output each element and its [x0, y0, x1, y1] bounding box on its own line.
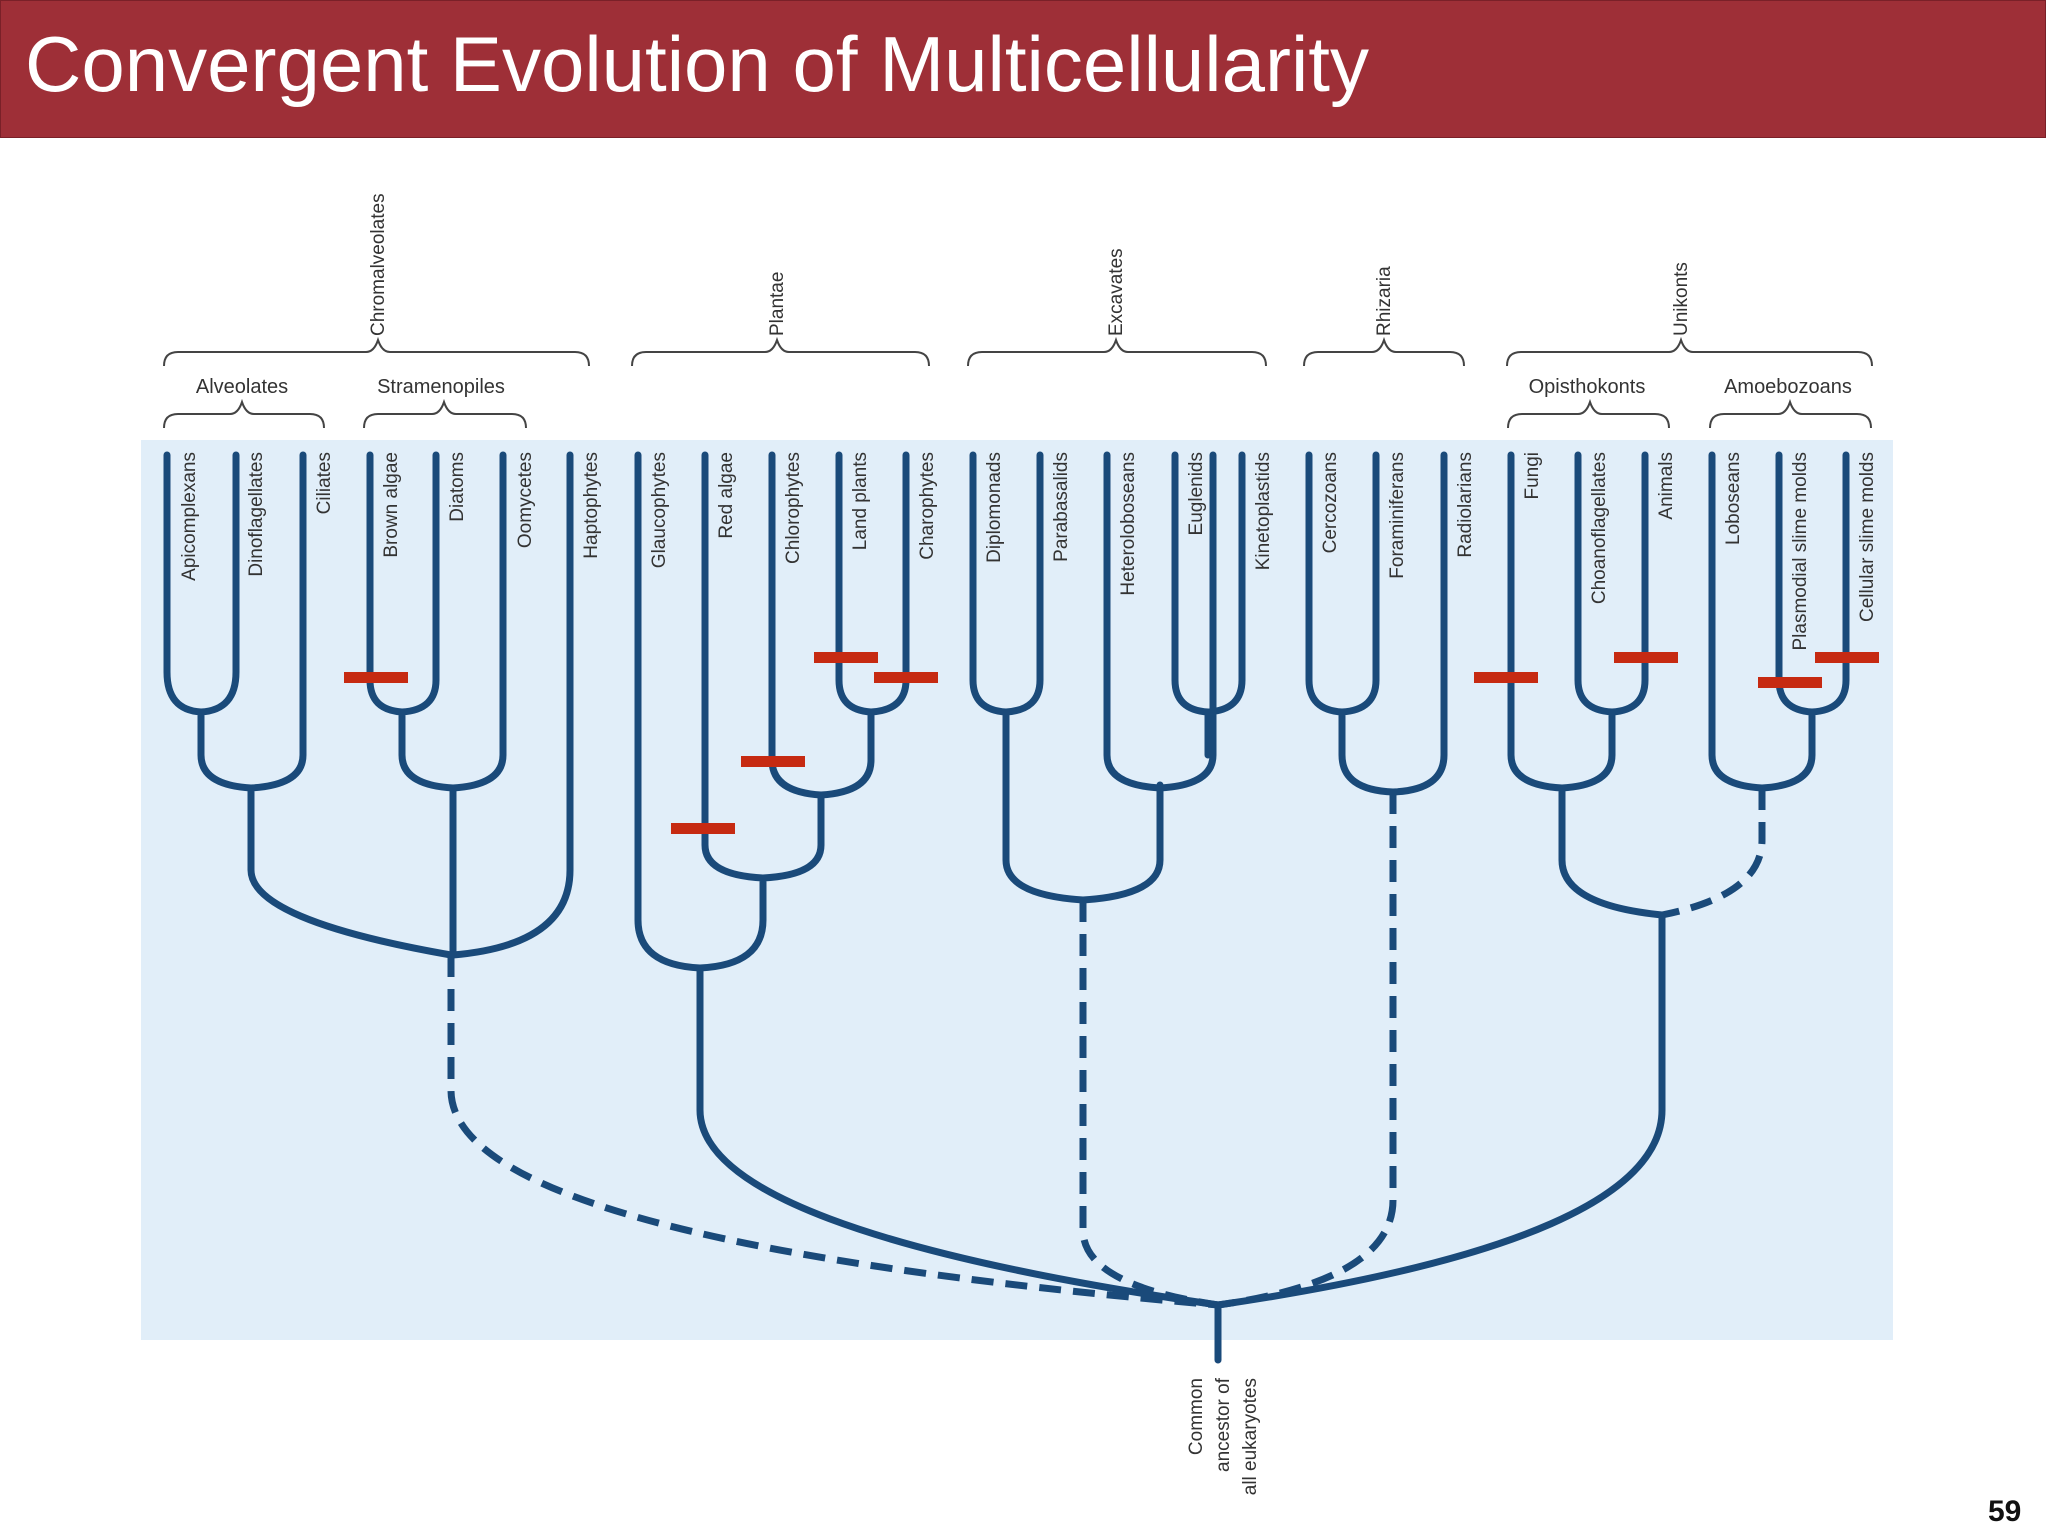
branch-plantae	[634, 451, 1222, 1309]
page-number: 59	[1988, 1495, 2022, 1528]
taxon-label: Loboseans	[1723, 452, 1744, 545]
branch-alveolates	[163, 451, 455, 959]
taxon-label: Diatoms	[447, 452, 468, 522]
dashed-rhizaria	[1217, 792, 1397, 1309]
supergroup-label: Unikonts	[1671, 262, 1692, 336]
taxon-label: Kinetoplastids	[1253, 452, 1274, 570]
bracket-alveolates	[163, 398, 325, 429]
bracket-chromalveolates	[163, 336, 590, 367]
taxon-label: Glaucophytes	[649, 452, 670, 568]
taxon-label: Heteroloboseans	[1118, 452, 1139, 596]
taxon-label: Land plants	[850, 452, 871, 550]
branch-opisthokonts	[1507, 451, 1666, 919]
taxon-label: Dinoflagellates	[246, 452, 267, 577]
multicellular-marker-fungi	[1474, 672, 1538, 683]
taxon-label: Apicomplexans	[179, 452, 200, 581]
subgroup-label: Alveolates	[196, 376, 288, 398]
dashed-excavates	[1079, 900, 1219, 1309]
bracket-unikonts	[1506, 336, 1873, 367]
taxon-label: Parabasalids	[1051, 452, 1072, 562]
multicellular-marker-chlorophytes	[741, 756, 805, 767]
taxon-label: Red algae	[716, 452, 737, 539]
supergroup-label: Rhizaria	[1374, 266, 1395, 336]
supergroup-label: Chromalveolates	[368, 193, 389, 336]
taxon-label: Choanoflagellates	[1589, 452, 1610, 604]
subgroup-label: Amoebozoans	[1724, 376, 1852, 398]
branch-haptophytes	[449, 451, 574, 959]
branch-stramenopiles	[366, 451, 507, 959]
dashed-amoebozoans	[1661, 788, 1766, 919]
bracket-stramenopiles	[363, 398, 527, 429]
bracket-excavates	[967, 336, 1267, 367]
supergroup-label: Plantae	[767, 272, 788, 336]
subgroup-label: Opisthokonts	[1529, 376, 1646, 398]
multicellular-marker-charophytes	[874, 672, 938, 683]
multicellular-marker-land-plants	[814, 652, 878, 663]
multicellular-marker-plasmodial-slime-molds	[1758, 677, 1822, 688]
taxon-label: Chlorophytes	[783, 452, 804, 564]
root-label-line: all eukaryotes	[1240, 1378, 1261, 1495]
title-bar: Convergent Evolution of Multicellularity	[0, 0, 2046, 138]
multicellular-marker-cellular-slime-molds	[1815, 652, 1879, 663]
taxon-label: Cercozoans	[1320, 452, 1341, 553]
multicellular-marker-red-algae	[671, 823, 735, 834]
taxon-label: Diplomonads	[984, 452, 1005, 563]
branch-unikonts-trunk	[1214, 911, 1666, 1309]
taxon-label: Fungi	[1522, 452, 1543, 500]
taxon-label: Brown algae	[381, 452, 402, 558]
dashed-chromalveolates	[447, 955, 1219, 1309]
subgroup-label: Stramenopiles	[377, 376, 505, 398]
taxon-label: Radiolarians	[1455, 452, 1476, 558]
taxon-label: Euglenids	[1186, 452, 1207, 535]
bracket-amoebozoans	[1709, 398, 1872, 429]
taxon-label: Ciliates	[314, 452, 335, 514]
bracket-rhizaria	[1303, 336, 1465, 367]
taxon-label: Oomycetes	[515, 452, 536, 548]
slide-title: Convergent Evolution of Multicellularity	[25, 20, 1369, 108]
multicellular-marker-brown-algae	[344, 672, 408, 683]
taxon-label: Plasmodial slime molds	[1790, 452, 1811, 651]
supergroup-label: Excavates	[1106, 248, 1127, 336]
bracket-plantae	[631, 336, 930, 367]
taxon-label: Cellular slime molds	[1857, 452, 1878, 622]
taxon-label: Haptophytes	[581, 452, 602, 559]
multicellular-marker-animals	[1614, 652, 1678, 663]
bracket-opisthokonts	[1507, 398, 1670, 429]
taxon-label: Foraminiferans	[1387, 452, 1408, 579]
root-label-line: ancestor of	[1213, 1377, 1234, 1472]
root-label-line: Common	[1186, 1378, 1207, 1455]
tree-panel	[141, 440, 1893, 1340]
taxon-label: Charophytes	[917, 452, 938, 560]
taxon-label: Animals	[1656, 452, 1677, 520]
